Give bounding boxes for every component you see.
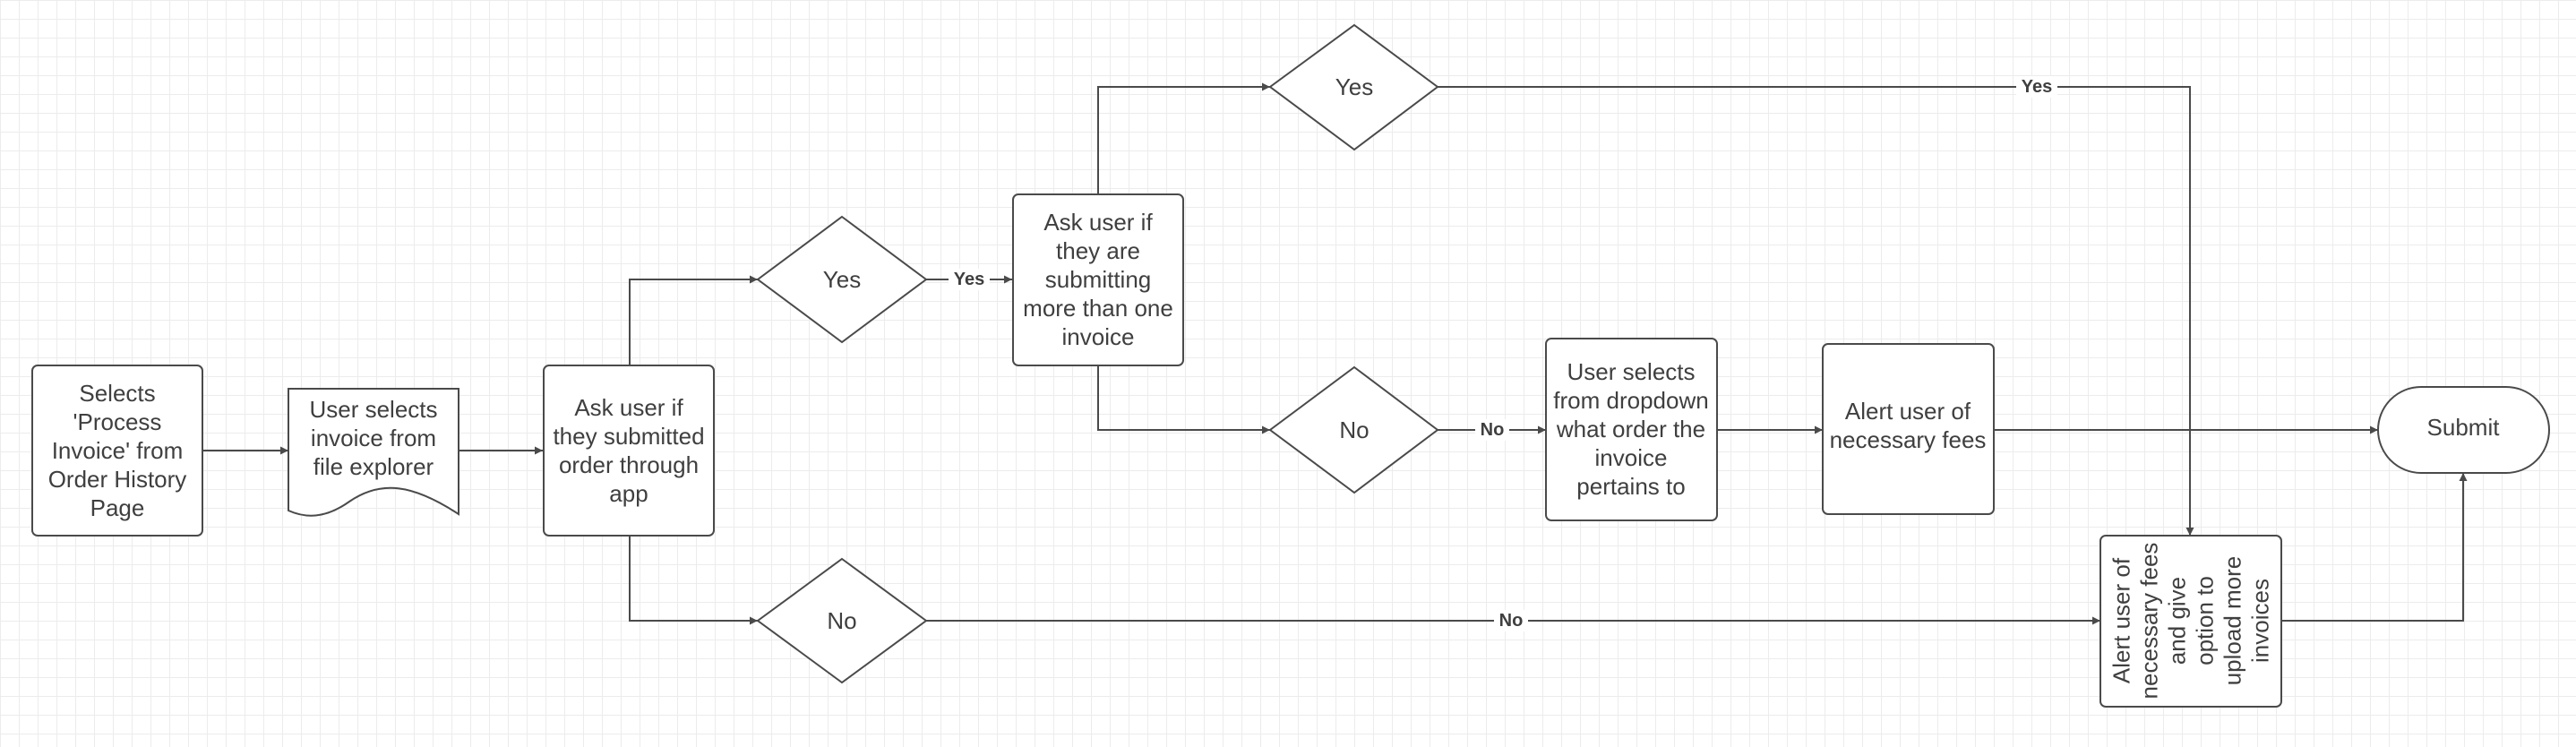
edge-label-yes-a: Yes — [949, 269, 990, 290]
node-label-line: invoice from — [311, 425, 436, 451]
edge-ask-app-to-no1 — [629, 536, 758, 625]
edge-label-yes-b: Yes — [2016, 76, 2057, 98]
node-label-line: Ask user if — [1043, 209, 1153, 236]
node-label: No — [1339, 416, 1369, 443]
node-label-line: Selects — [79, 380, 155, 407]
node-label-line: 'Process — [73, 408, 162, 435]
node-label-line: they submitted — [553, 423, 704, 450]
node-submit-terminal: Submit — [2377, 386, 2550, 474]
node-label-line: submitting — [1045, 266, 1152, 293]
edge-ask-multiple-to-no2 — [1097, 365, 1270, 434]
node-label-line: order through — [559, 451, 699, 478]
node-label-line: and give — [2164, 577, 2191, 665]
edge-label-text: No — [1481, 420, 1505, 440]
decision-no-2: No — [1268, 365, 1439, 494]
node-label-line: invoice — [1595, 444, 1668, 471]
edge-alert-upload-to-submit — [2281, 473, 2468, 622]
node-label-line: from dropdown — [1553, 387, 1708, 414]
node-label: Yes — [823, 266, 861, 293]
node-label-line: app — [609, 480, 648, 507]
node-label-line: Order History — [48, 466, 187, 493]
node-label-line: Alert user of — [2108, 557, 2135, 683]
edge-label-no-a: No — [1475, 419, 1509, 441]
node-label-line: invoice — [1062, 323, 1135, 350]
node-label-line: Ask user if — [574, 394, 683, 421]
node-label: No — [827, 607, 856, 634]
edge-yes2-to-alert-upload — [1438, 86, 2194, 536]
node-label-line: Page — [90, 494, 145, 521]
decision-yes-2: Yes — [1268, 23, 1439, 151]
edge-ask-app-to-yes1 — [629, 275, 758, 365]
edge-label-text: Yes — [2022, 77, 2052, 97]
decision-yes-1: Yes — [756, 215, 928, 344]
node-label-line: necessary fees — [1830, 426, 1987, 453]
node-label-line: more than one — [1023, 295, 1173, 322]
decision-no-1: No — [756, 557, 928, 684]
edge-label-text: No — [1499, 611, 1524, 631]
node-label: Yes — [1335, 73, 1373, 100]
node-label-line: User selects — [1567, 358, 1695, 385]
node-label-line: what order the — [1556, 416, 1705, 442]
node-label-line: they are — [1056, 237, 1140, 264]
node-alert-fees-upload-more: Alert user ofnecessary feesand giveoptio… — [2099, 535, 2282, 708]
node-label-line: invoices — [2247, 579, 2274, 663]
node-label-line: option to — [2192, 576, 2219, 665]
edge-label-text: Yes — [954, 270, 984, 289]
node-label-line: necessary fees — [2136, 543, 2163, 700]
node-label-line: Alert user of — [1845, 398, 1971, 425]
node-label: Submit — [2427, 414, 2501, 441]
node-label-line: User selects — [309, 396, 437, 423]
node-label: Alert user ofnecessary feesand giveoptio… — [2108, 543, 2274, 700]
node-label-line: Invoice' from — [52, 437, 184, 464]
edge-label-no-b: No — [1494, 610, 1528, 631]
node-label-line: upload more — [2220, 556, 2246, 686]
edge-ask-multiple-to-yes2 — [1097, 82, 1270, 194]
node-label-line: file explorer — [313, 453, 434, 480]
node-label-line: pertains to — [1576, 473, 1685, 500]
